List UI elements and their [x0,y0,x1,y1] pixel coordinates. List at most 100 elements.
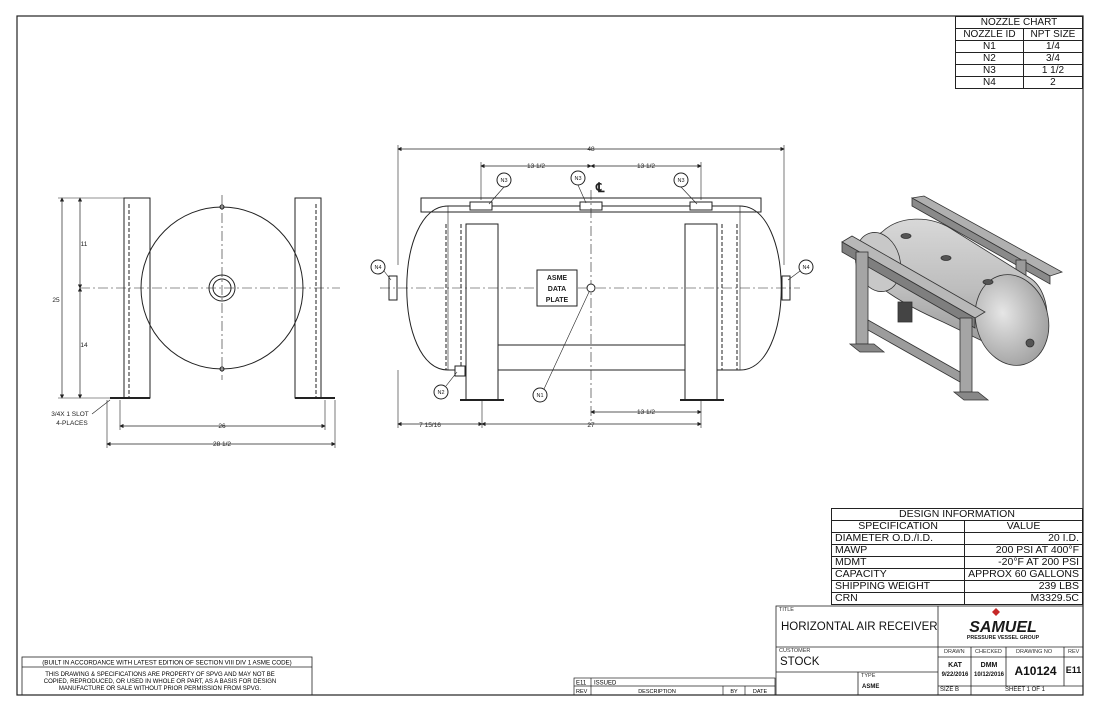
slot-note-line1: 3/4X 1 SLOT [51,411,89,418]
callout-n4-right-label: N4 [802,265,809,271]
sheet-border [16,15,1084,696]
callout-n2-label: N2 [437,390,444,396]
drawn-date: 9/22/2016 [941,672,969,678]
notes-frame [21,656,313,696]
dim-right-spacing: 13 1/2 [637,163,655,170]
callout-n2 [433,384,449,400]
rev-label: REV [1068,649,1080,655]
sheet-number: SHEET 1 OF 1 [1005,687,1045,693]
spec-value: 20 I.D. [964,532,1083,545]
spec-name: MAWP [830,544,966,557]
nozzle-header-id: NOZZLE ID [955,28,1024,41]
callout-n4-left-label: N4 [374,265,381,271]
asme-nameplate [536,269,578,307]
nozzle-size: 1 1/2 [1022,64,1084,77]
nameplate-line3: PLATE [546,297,569,304]
spec-value: -20°F AT 200 PSI [964,556,1083,569]
spec-name: CAPACITY [830,568,966,581]
property-note-line3: MANUFACTURE OR SALE WITHOUT PRIOR PERMIS… [59,686,262,692]
rev-status: ISSUED [594,681,617,687]
checked-date: 10/12/2016 [973,672,1005,678]
dim-lower: 14 [80,342,88,349]
spec-value: M3329.5C [964,592,1083,605]
spec-name: DIAMETER O.D./I.D. [830,532,966,545]
left-saddle-upright [123,197,151,399]
design-info-title: DESIGN INFORMATION [831,508,1083,521]
sheet-size: SIZE B [940,687,960,693]
rev-header-desc: DESCRIPTION [638,689,676,695]
dim-inner-width: 26 [218,423,226,430]
title-label: TITLE [779,607,794,613]
dim-upper: 11 [81,241,88,248]
centerline-symbol: ℄ [595,180,605,195]
dim-overall-width: 28 1/2 [213,441,231,448]
checked-label: CHECKED [975,649,1002,655]
nozzle-size: 1/4 [1022,40,1084,53]
dim-offset: 7 15/16 [419,422,441,429]
design-header-value: VALUE [964,520,1083,533]
spec-name: SHIPPING WEIGHT [830,580,966,593]
drawing-rev: E11 [1065,665,1082,675]
spec-value: 239 LBS [964,580,1083,593]
spec-name: CRN [830,592,966,605]
rev-entry: E11 [576,681,587,687]
design-header-spec: SPECIFICATION [830,520,966,533]
callout-n3-left-label: N3 [500,178,507,184]
slot-note-line2: 4-PLACES [56,420,88,427]
nozzle-id: N1 [955,40,1024,53]
side-view-labels: 48 13 1/2 13 1/2 13 1/2 7 15/16 27 ℄ ASM… [374,146,809,429]
spec-name: MDMT [830,556,966,569]
callout-n4-right [798,259,814,275]
dim-base-length: 27 [587,422,595,429]
design-information: DESIGN INFORMATION SPECIFICATION VALUE D… [830,508,1083,605]
end-view [58,195,340,448]
callout-n3-center-label: N3 [574,176,581,182]
isometric-view [841,195,1063,401]
side-view [370,145,814,428]
nozzle-id: N2 [955,52,1024,65]
type-label: TYPE [861,673,876,679]
drawing-title: HORIZONTAL AIR RECEIVER [781,621,938,633]
customer-label: CUSTOMER [779,648,811,654]
table-row: MDMT-20°F AT 200 PSI [830,556,1083,569]
nozzle-id: N3 [955,64,1024,77]
callout-n3-right-label: N3 [677,178,684,184]
property-note-line1: THIS DRAWING & SPECIFICATIONS ARE PROPER… [45,672,275,678]
dim-overall-length: 48 [587,146,595,153]
drawing-number: A10124 [1014,664,1057,678]
nameplate-line1: ASME [547,275,568,282]
rev-header-rev: REV [576,689,588,695]
svg-text:PRESSURE VESSEL GROUP: PRESSURE VESSEL GROUP [967,635,1040,641]
nozzle-chart-title: NOZZLE CHART [955,16,1083,29]
dim-n1-offset: 13 1/2 [637,409,655,416]
code-note: (BUILT IN ACCORDANCE WITH LATEST EDITION… [42,660,291,667]
nameplate-line2: DATA [548,286,566,293]
nozzle-header-size: NPT SIZE [1022,28,1084,41]
type-value: ASME [862,684,880,690]
callout-n1 [532,387,548,403]
right-saddle-upright [294,197,322,399]
nozzle-id: N4 [955,76,1024,89]
revision-block [573,677,776,696]
drawn-by: KAT [948,662,962,669]
dim-overall-height: 25 [52,297,60,304]
spec-value: APPROX 60 GALLONS [964,568,1083,581]
rev-header-date: DATE [753,689,768,695]
table-row: DIAMETER O.D./I.D.20 I.D. [830,532,1083,545]
rev-header-by: BY [730,689,738,695]
dim-left-spacing: 13 1/2 [527,163,545,170]
callout-n4-left [370,259,386,275]
callout-n1-label: N1 [536,393,543,399]
title-block-frame [775,605,1084,696]
samuel-logo: SAMUEL PRESSURE VESSEL GROUP [967,608,1040,641]
